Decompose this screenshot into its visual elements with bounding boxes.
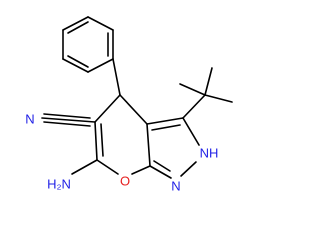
bond-c7a-c3a — [146, 123, 151, 167]
bond-tbu-me3 — [204, 94, 233, 103]
bonds — [41, 16, 233, 179]
structure-drawing: N H₂N O NH N — [25, 16, 233, 194]
bond-c3a-c3 — [146, 117, 184, 125]
atom-pyrazole-nh: NH — [200, 146, 219, 161]
bond-c3a-c4 — [119, 94, 148, 125]
bond-c3-nh — [182, 117, 200, 146]
bond-tbu-me2 — [204, 67, 213, 96]
bond-c6-o — [96, 159, 119, 175]
bond-ph-1 — [62, 16, 89, 31]
bond-nh-n — [180, 161, 197, 177]
bond-nitrile-3 — [43, 121, 91, 127]
atom-amino: H₂N — [47, 177, 71, 192]
bond-n-c7a — [149, 165, 172, 179]
bond-nitrile-2 — [43, 113, 91, 119]
bond-tbu-me1 — [179, 83, 206, 96]
bond-c4-c5 — [94, 94, 121, 123]
bond-c3a-c3-double — [151, 124, 181, 131]
atom-labels: N H₂N O NH N — [25, 112, 218, 194]
bond-ph-c4 — [112, 58, 121, 96]
atom-ring-oxygen: O — [120, 174, 130, 189]
bond-o-c7a — [131, 165, 151, 175]
bond-c5-c6-double — [100, 123, 104, 157]
bond-ph-5 — [62, 58, 89, 73]
bond-c3-tbu — [182, 94, 206, 119]
bond-ph-2 — [87, 16, 114, 31]
bond-nitrile-1 — [41, 117, 96, 123]
bond-ph-inner-a — [67, 21, 89, 34]
atom-nitrile-n: N — [25, 112, 34, 127]
bond-n-c7a-double — [153, 160, 171, 172]
bond-ph-inner-c — [67, 55, 89, 68]
bond-ph-4 — [87, 58, 114, 73]
bond-c5-c6 — [94, 121, 98, 161]
molecule-diagram: N H₂N O NH N — [25, 16, 233, 194]
atom-pyrazole-n: N — [171, 179, 180, 194]
bond-c6-amino — [71, 159, 98, 175]
